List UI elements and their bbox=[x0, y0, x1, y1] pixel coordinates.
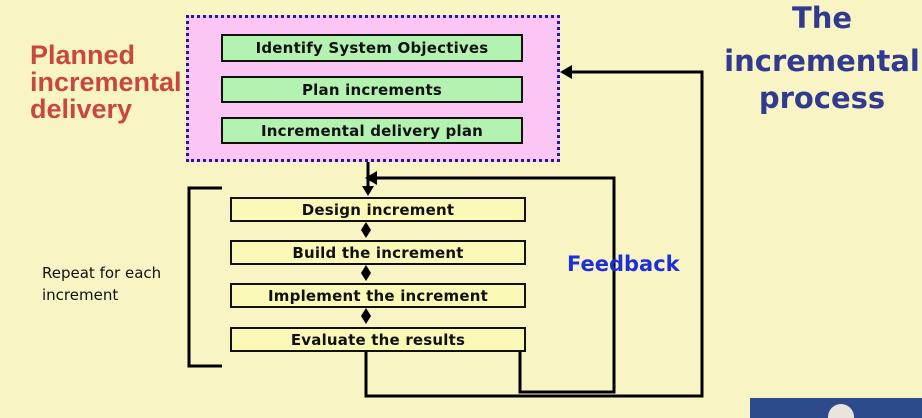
connector-diamond bbox=[361, 222, 371, 238]
arrow-head-outer bbox=[560, 65, 572, 79]
planning-step: Identify System Objectives bbox=[221, 34, 523, 62]
repeat-label-line: increment bbox=[42, 286, 119, 304]
repeat-bracket bbox=[187, 186, 222, 368]
increment-step: Evaluate the results bbox=[230, 327, 526, 352]
connector-diamond bbox=[361, 265, 371, 281]
increment-step: Build the increment bbox=[230, 240, 526, 265]
main-title-line: incremental bbox=[724, 44, 920, 78]
increment-step: Implement the increment bbox=[230, 283, 526, 308]
repeat-label-line: Repeat for each bbox=[42, 264, 162, 282]
main-title: The incremental process bbox=[722, 0, 922, 117]
inner-feedback-line bbox=[375, 176, 616, 394]
increment-step: Design increment bbox=[230, 197, 526, 222]
main-title-line: The bbox=[791, 1, 853, 35]
connector-diamond bbox=[361, 308, 371, 324]
side-title: Planned incremental delivery bbox=[30, 42, 182, 123]
presenter-video-thumbnail bbox=[750, 398, 922, 418]
planning-step: Plan increments bbox=[221, 76, 523, 103]
side-title-line: delivery bbox=[30, 94, 133, 124]
repeat-label: Repeat for each increment bbox=[42, 262, 161, 306]
arrow-head-down bbox=[362, 186, 374, 196]
outer-feedback-line bbox=[364, 70, 704, 398]
planning-step: Incremental delivery plan bbox=[221, 117, 523, 144]
arrow-head-inner bbox=[365, 171, 377, 185]
feedback-label: Feedback bbox=[567, 252, 680, 276]
side-title-line: Planned bbox=[30, 40, 136, 70]
side-title-line: incremental bbox=[30, 67, 182, 97]
main-title-line: process bbox=[758, 81, 886, 115]
presenter-head bbox=[828, 404, 854, 418]
